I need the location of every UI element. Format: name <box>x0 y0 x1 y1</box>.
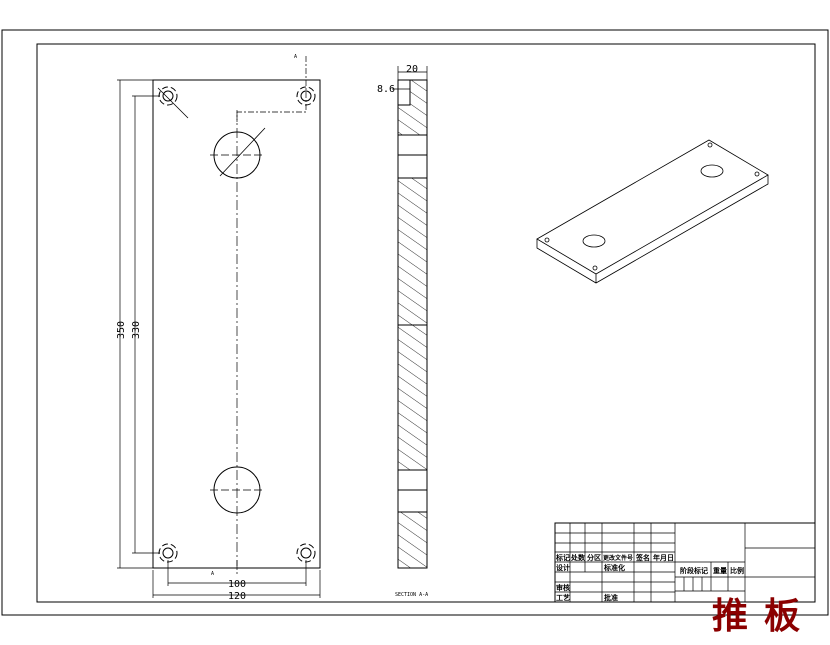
svg-text:工艺: 工艺 <box>556 593 570 602</box>
svg-text:处数: 处数 <box>570 553 586 562</box>
svg-text:比例: 比例 <box>730 566 744 575</box>
section-view <box>392 66 428 569</box>
svg-text:分区: 分区 <box>587 553 601 562</box>
dim-overall-width: 120 <box>228 591 246 602</box>
drawing-title: 推板 <box>712 595 816 637</box>
title-block <box>554 522 816 603</box>
dim-counterbore: 8.6 <box>377 84 395 95</box>
front-view <box>117 56 321 598</box>
svg-text:批准: 批准 <box>604 593 618 602</box>
svg-text:重量: 重量 <box>713 566 727 575</box>
svg-text:阶段标记: 阶段标记 <box>680 566 708 575</box>
svg-text:年月日: 年月日 <box>653 553 674 562</box>
svg-text:签名: 签名 <box>635 553 650 562</box>
dim-hole-spacing-width: 100 <box>228 579 246 590</box>
dim-hole-spacing-length: 330 <box>131 321 142 339</box>
svg-text:标准化: 标准化 <box>603 563 625 572</box>
svg-text:更改文件号: 更改文件号 <box>603 554 633 562</box>
section-label: SECTION A-A <box>395 592 428 598</box>
svg-text:标记: 标记 <box>555 553 570 562</box>
outer-border <box>1 29 829 616</box>
svg-text:审核: 审核 <box>556 583 570 592</box>
dim-thickness: 20 <box>406 64 418 75</box>
dim-overall-length: 350 <box>116 321 127 339</box>
section-marker-top: A <box>294 54 297 60</box>
inner-border <box>36 43 816 603</box>
isometric-view <box>536 139 769 284</box>
svg-text:设计: 设计 <box>556 563 570 572</box>
section-marker-bottom: A <box>211 571 214 577</box>
title-block-text: 标记 处数 分区 更改文件号 签名 年月日 设计 标准化 审核 工艺 批准 阶段… <box>555 553 744 602</box>
